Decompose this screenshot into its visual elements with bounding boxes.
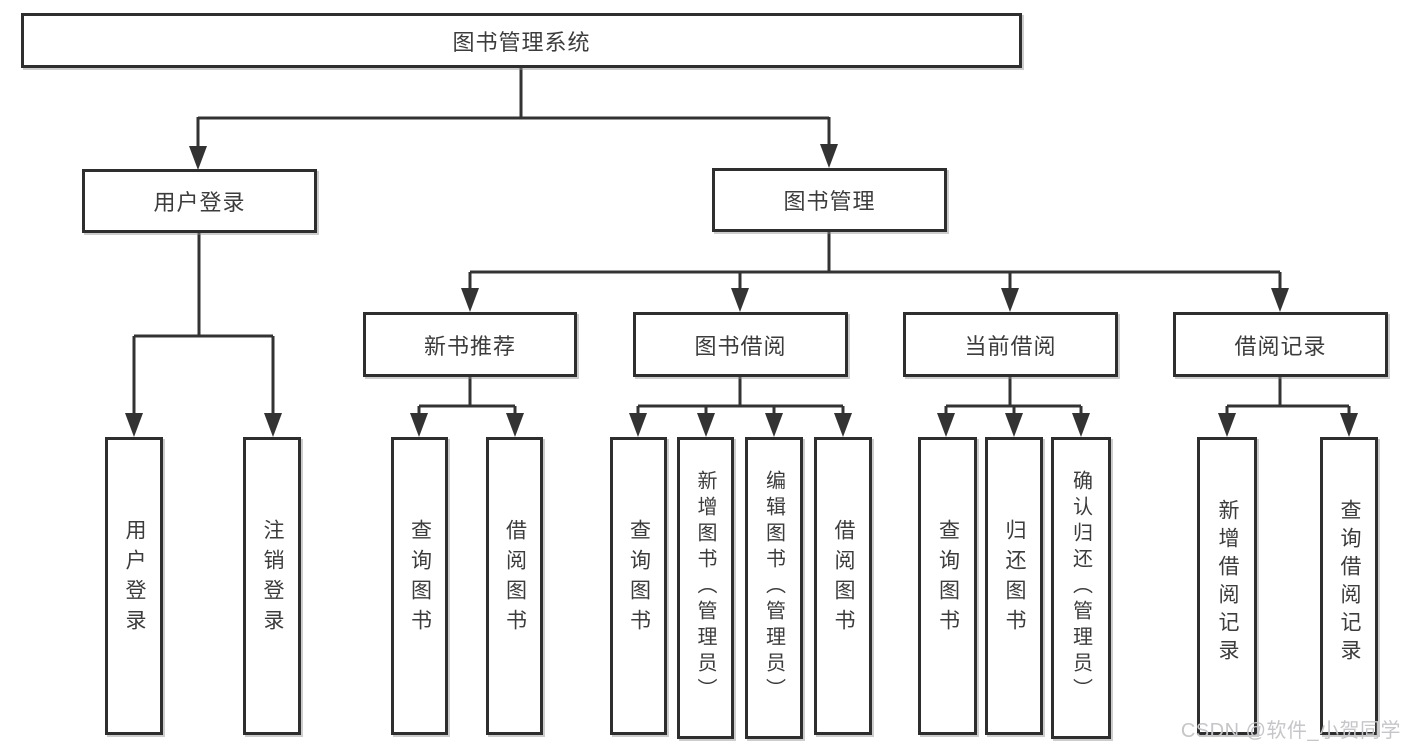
leaf-add-books-admin: 新增图书（管理员） [677, 437, 734, 739]
node-book-management: 图书管理 [712, 168, 947, 232]
leaf-user-login: 用户登录 [105, 437, 163, 735]
leaf-return-books: 归还图书 [985, 437, 1043, 735]
leaf-confirm-return-admin: 确认归还（管理员） [1051, 437, 1111, 739]
node-current-borrow: 当前借阅 [903, 312, 1118, 377]
node-borrow-records: 借阅记录 [1173, 312, 1388, 377]
leaf-logout: 注销登录 [243, 437, 301, 735]
leaf-borrow-books: 借阅图书 [814, 437, 872, 735]
leaf-query-books-current: 查询图书 [918, 437, 977, 735]
node-book-borrow: 图书借阅 [633, 312, 848, 377]
arrowhead-icons [125, 144, 1358, 437]
leaf-add-borrow-record: 新增借阅记录 [1197, 437, 1257, 735]
leaf-edit-books-admin: 编辑图书（管理员） [745, 437, 803, 739]
node-user-login: 用户登录 [82, 169, 317, 233]
node-new-book-recommend: 新书推荐 [363, 312, 577, 377]
leaf-query-borrow-record: 查询借阅记录 [1320, 437, 1378, 735]
leaf-query-books-borrow: 查询图书 [610, 437, 667, 735]
leaf-query-books-recommend: 查询图书 [391, 437, 448, 735]
node-root: 图书管理系统 [21, 13, 1022, 68]
leaf-borrow-books-recommend: 借阅图书 [486, 437, 543, 735]
watermark: CSDN @软件_小贺同学 [1180, 720, 1401, 742]
